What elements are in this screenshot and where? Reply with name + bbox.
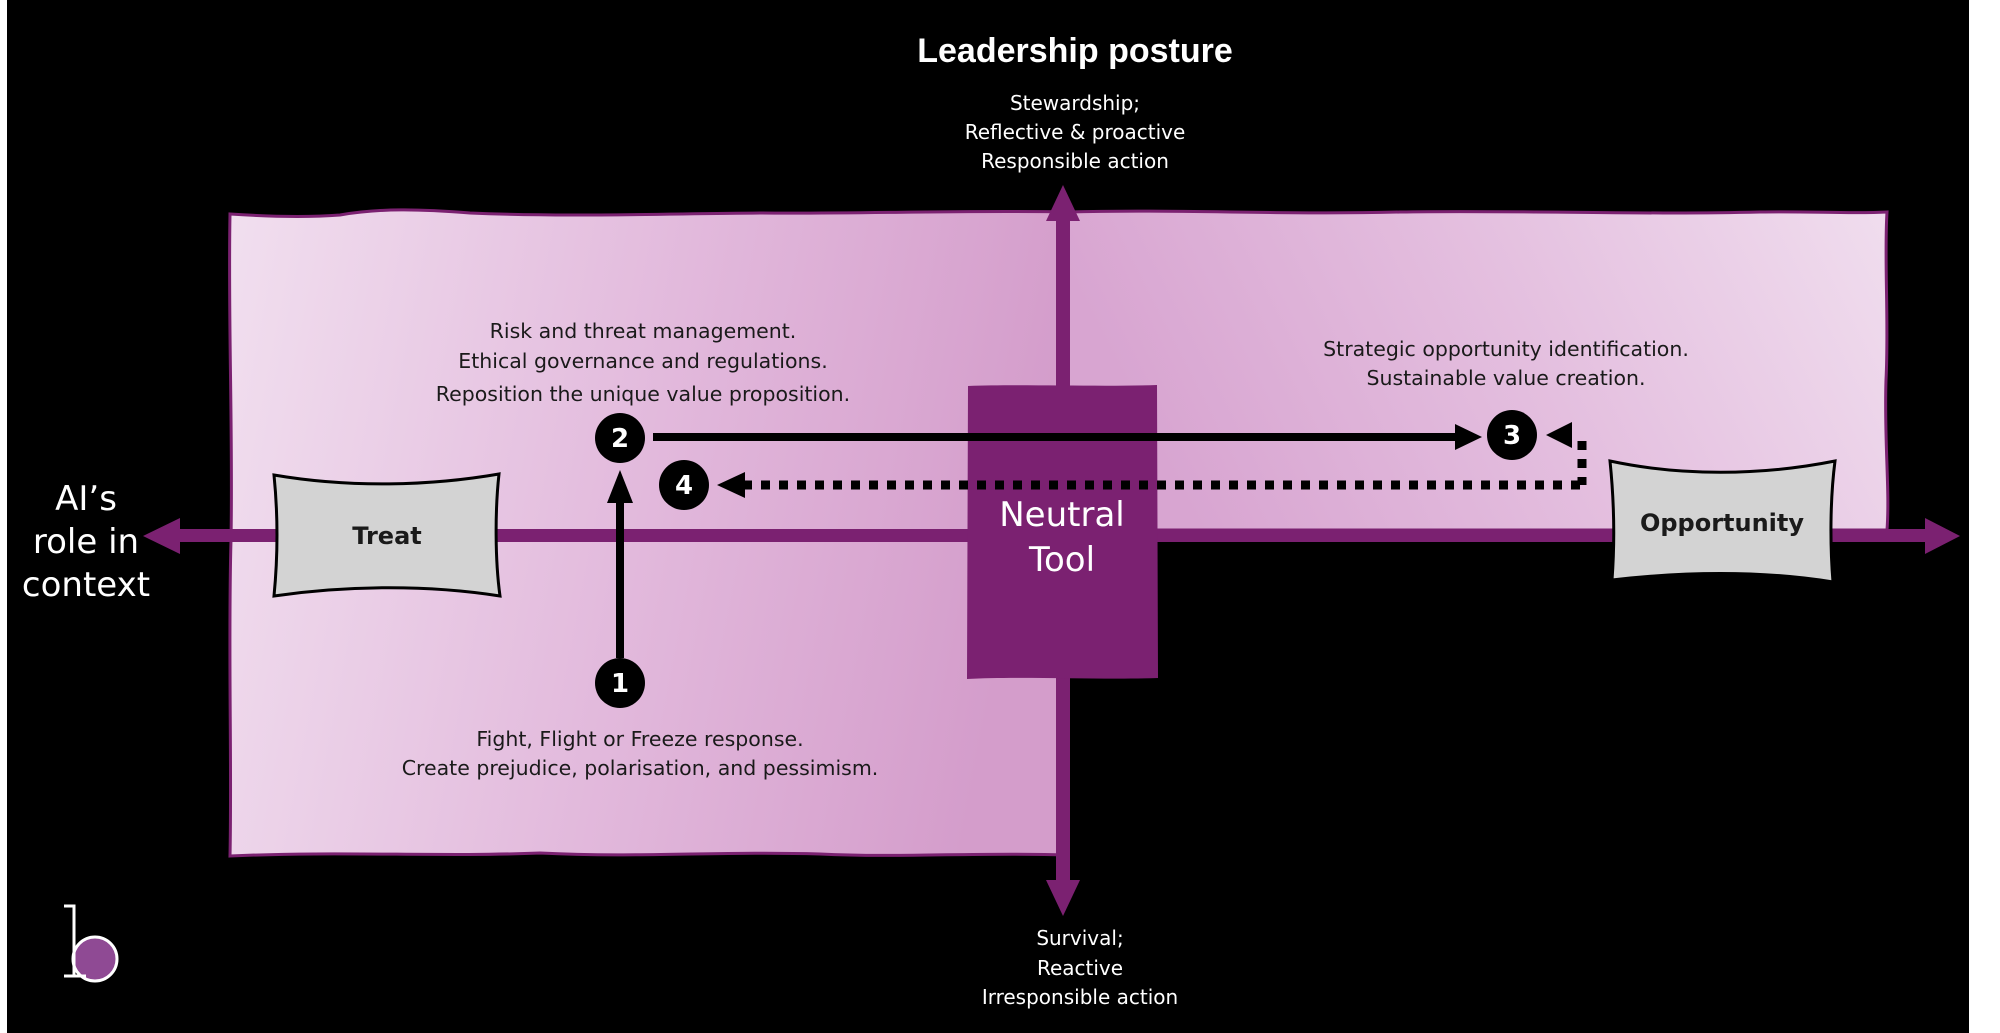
opportunity-upper-line-1: Strategic opportunity identification.	[1323, 337, 1689, 361]
treat-label: Treat	[352, 522, 422, 550]
neutral-label-line-1: Neutral	[999, 495, 1125, 535]
arrow-up-icon	[1046, 185, 1080, 221]
step-2: 2	[595, 413, 645, 463]
flow-1-to-2	[607, 470, 633, 658]
brand-logo	[64, 904, 119, 983]
arrow-left-small-icon	[717, 472, 745, 498]
step-4: 4	[659, 460, 709, 510]
opportunity-label: Opportunity	[1640, 509, 1804, 537]
step-1-number: 1	[611, 669, 629, 699]
axis-label-line-3: context	[22, 565, 150, 605]
arrow-right-small-icon	[1455, 424, 1482, 450]
opportunity-region	[1066, 209, 1890, 532]
top-note-line-2: Reflective & proactive	[965, 120, 1186, 144]
neutral-label-line-2: Tool	[1028, 540, 1095, 580]
leadership-posture-diagram: 1 2 3 4 Treat Opportunity Neutral Tool L…	[22, 32, 1960, 1009]
step-4-number: 4	[675, 471, 693, 501]
arrow-right-icon	[1925, 518, 1960, 554]
diagram-title: Leadership posture	[917, 32, 1233, 70]
step-3: 3	[1487, 410, 1537, 460]
axis-label-line-2: role in	[33, 522, 139, 562]
arrow-left-icon	[143, 518, 180, 554]
threat-upper-line-3: Reposition the unique value proposition.	[436, 382, 850, 406]
step-3-number: 3	[1503, 421, 1521, 451]
step-1: 1	[595, 658, 645, 708]
diagram-canvas: 1 2 3 4 Treat Opportunity Neutral Tool L…	[7, 0, 1969, 1033]
bottom-note-line-2: Reactive	[1037, 956, 1123, 980]
top-note-line-3: Responsible action	[981, 149, 1169, 173]
threat-upper-line-2: Ethical governance and regulations.	[458, 349, 827, 373]
flow-2-to-3	[653, 424, 1482, 450]
axis-label-line-1: AI’s	[55, 479, 117, 519]
top-note-line-1: Stewardship;	[1010, 91, 1140, 115]
threat-lower-line-2: Create prejudice, polarisation, and pess…	[402, 756, 879, 780]
threat-upper-line-1: Risk and threat management.	[490, 319, 797, 343]
arrow-left-small-icon	[1546, 422, 1572, 448]
neutral-tool-box	[967, 385, 1158, 679]
flow-3-to-4-dotted	[717, 422, 1587, 498]
treat-box: Treat	[272, 472, 502, 598]
opportunity-upper-line-2: Sustainable value creation.	[1366, 366, 1645, 390]
step-2-number: 2	[611, 424, 629, 454]
bottom-note-line-3: Irresponsible action	[982, 985, 1178, 1009]
threat-lower-line-1: Fight, Flight or Freeze response.	[476, 727, 803, 751]
arrow-down-icon	[1046, 880, 1080, 916]
arrow-up-small-icon	[607, 470, 633, 503]
opportunity-box: Opportunity	[1608, 459, 1837, 584]
bottom-note-line-1: Survival;	[1036, 926, 1123, 950]
